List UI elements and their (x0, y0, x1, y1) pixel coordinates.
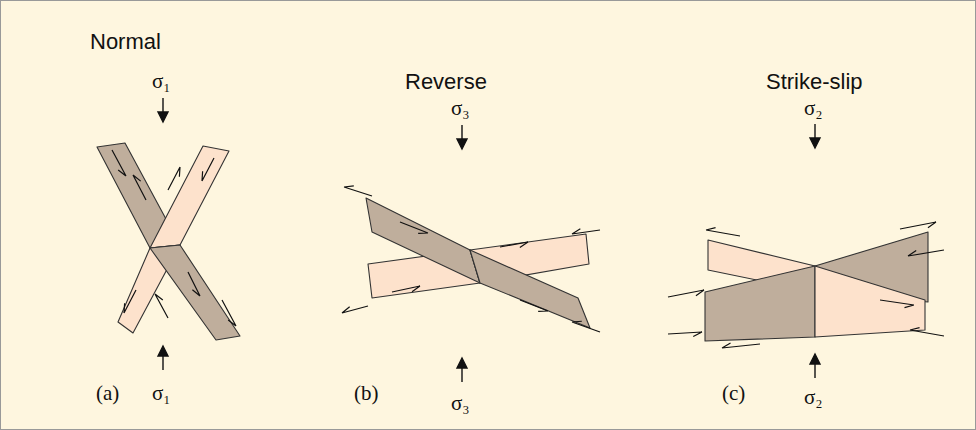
panel-letter: (c) (722, 382, 745, 405)
slip-arrow (668, 290, 704, 297)
slip-arrow (900, 222, 936, 229)
slip-arrow (880, 300, 914, 308)
slip-arrow (222, 300, 236, 326)
panel-letter: (b) (354, 382, 379, 405)
slip-arrow (910, 328, 944, 336)
slip-arrow (133, 175, 146, 200)
slip-arrow (124, 290, 136, 313)
normal-fault (97, 143, 240, 340)
slip-arrow (722, 343, 760, 348)
stress-label: σ₃ (451, 97, 470, 120)
slip-arrow (188, 272, 200, 296)
stress-label: σ₂ (804, 386, 823, 409)
strike-slip-fault (705, 232, 928, 341)
slip-arrow (202, 158, 214, 181)
slip-arrow (342, 306, 368, 313)
panel-title: Normal (90, 30, 161, 54)
slip-arrows (112, 150, 944, 348)
stress-arrows (158, 98, 820, 382)
slip-arrow (155, 294, 168, 318)
stress-label: σ₁ (152, 382, 171, 405)
slip-arrow (392, 286, 420, 292)
slip-arrow (500, 242, 528, 248)
slip-arrow (400, 222, 428, 233)
slip-arrow (572, 321, 600, 332)
stress-label: σ₃ (451, 392, 470, 415)
slip-arrow (520, 300, 548, 311)
panel-title: Reverse (405, 70, 487, 94)
slip-arrow (908, 250, 944, 256)
slip-arrow (344, 186, 372, 196)
slip-arrow (112, 150, 126, 176)
stress-label: σ₁ (152, 70, 171, 93)
slip-arrow (168, 167, 180, 190)
panel-letter: (a) (96, 382, 119, 405)
slip-arrow (668, 332, 702, 337)
panel-title: Strike-slip (766, 70, 863, 94)
reverse-fault (366, 198, 590, 328)
slip-arrow (706, 228, 740, 236)
stress-label: σ₂ (804, 97, 823, 120)
slip-arrow (572, 229, 600, 234)
